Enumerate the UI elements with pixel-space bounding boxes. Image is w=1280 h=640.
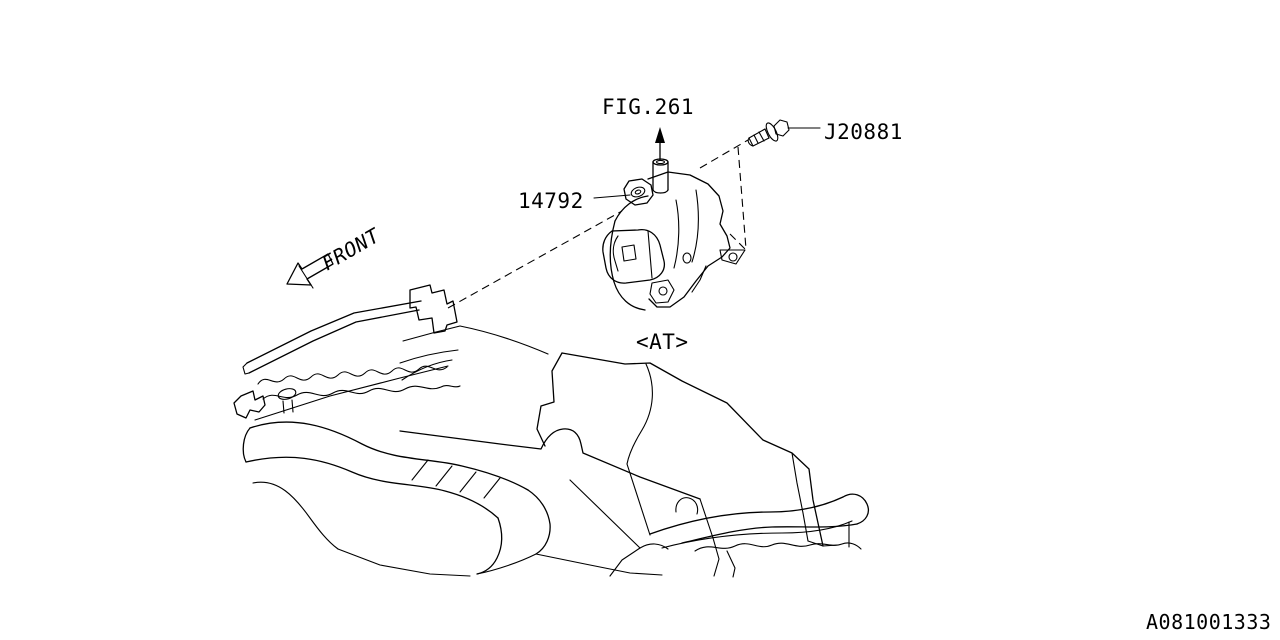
arrow-head-icon: [655, 127, 665, 143]
front-arrow-accent: [298, 265, 314, 289]
leader-lines: [593, 127, 821, 199]
front-arrow-icon: [286, 253, 334, 289]
mount-axis-dashed-line: [447, 210, 623, 309]
engine-manifold-drawing: [233, 284, 870, 578]
figure-reference-label: FIG.261: [602, 95, 694, 119]
drawing-number: A081001333: [1146, 610, 1271, 634]
assembly-dashed-lines: [447, 139, 749, 309]
bolt-drop-dashed-line: [737, 146, 747, 250]
pump-leader-line: [593, 194, 631, 199]
bolt-drawing: [747, 119, 790, 147]
bolt-axis-dashed-line: [699, 139, 749, 169]
bolt-part-number-label: J20881: [824, 120, 903, 144]
vacuum-pump-drawing: [602, 158, 746, 311]
figure-direction-arrow: [655, 127, 665, 161]
ear-dashed-line: [729, 233, 746, 250]
bolt-head: [773, 119, 790, 137]
transmission-variant-label: <AT>: [636, 330, 689, 354]
pump-part-number-label: 14792: [518, 189, 584, 213]
